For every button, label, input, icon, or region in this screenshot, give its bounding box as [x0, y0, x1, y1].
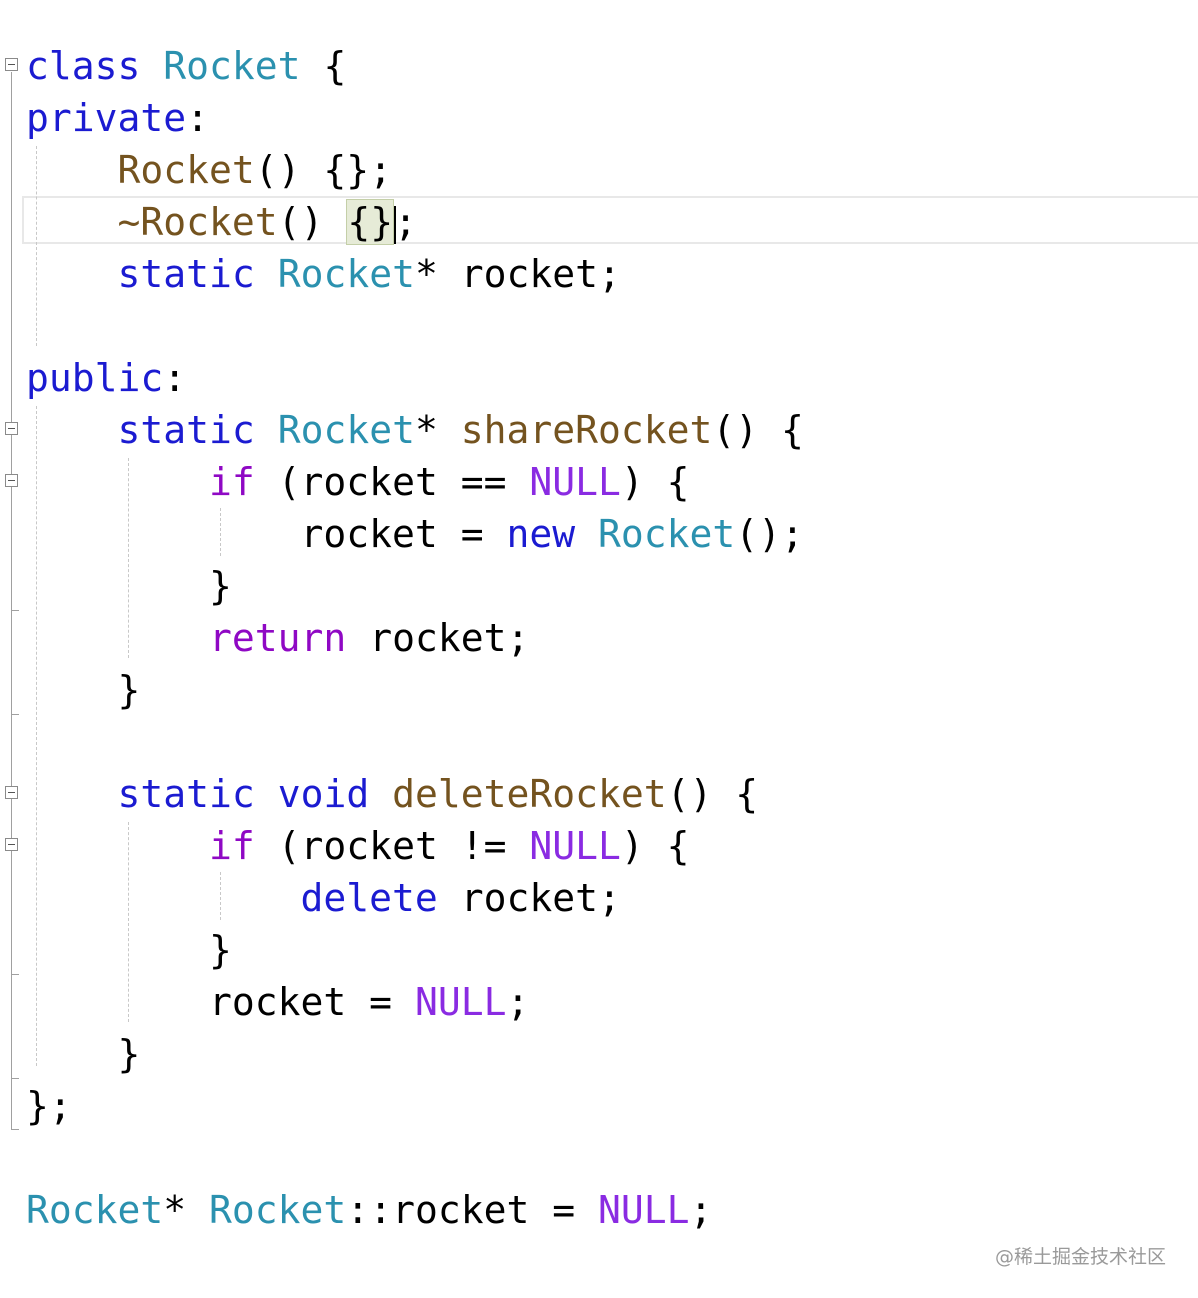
type-name: Rocket [277, 252, 415, 296]
keyword: class [26, 44, 141, 88]
code-line-9[interactable]: if (rocket == NULL) { [26, 456, 690, 508]
code-text: () { [666, 772, 759, 816]
function-name: deleteRocket [392, 772, 667, 816]
text-cursor [394, 205, 397, 244]
brace: }; [26, 1084, 72, 1128]
watermark: @稀土掘金技术社区 [994, 1246, 1166, 1268]
code-text: (rocket != [254, 824, 530, 868]
code-line-4[interactable]: ~Rocket() {}; [26, 196, 417, 248]
collapse-delete-rocket-icon[interactable] [5, 786, 18, 799]
type-name: Rocket [597, 512, 736, 556]
control-keyword: if [209, 824, 255, 868]
code-text: () {}; [254, 148, 393, 192]
colon: : [163, 356, 187, 400]
code-line-21[interactable]: }; [26, 1080, 72, 1132]
keyword: static [117, 772, 255, 816]
indent-guide [220, 872, 221, 920]
keyword: delete [300, 876, 438, 920]
code-line-23[interactable]: Rocket* Rocket::rocket = NULL; [26, 1184, 712, 1236]
code-line-20[interactable]: } [26, 1028, 141, 1080]
macro: NULL [529, 824, 621, 868]
access-specifier: private [26, 96, 187, 140]
code-line-19[interactable]: rocket = NULL; [26, 976, 529, 1028]
fold-end-marker [11, 610, 19, 611]
code-line-2[interactable]: private: [26, 92, 209, 144]
code-line-16[interactable]: if (rocket != NULL) { [26, 820, 690, 872]
current-line-highlight [22, 196, 1198, 244]
indent-guide [128, 458, 129, 658]
indent-guide [36, 146, 37, 346]
code-line-7[interactable]: public: [26, 352, 186, 404]
collapse-if-icon[interactable] [5, 474, 18, 487]
indent-guide [36, 406, 37, 1066]
code-text: () { [712, 408, 804, 452]
fold-region-line [11, 72, 12, 1130]
brace: } [117, 668, 141, 712]
code-line-10[interactable]: rocket = new Rocket(); [26, 508, 804, 560]
code-text: ::rocket = [346, 1188, 598, 1232]
code-line-12[interactable]: return rocket; [26, 612, 529, 664]
function-name: shareRocket [460, 408, 713, 452]
collapse-if-icon[interactable] [5, 838, 18, 851]
code-text: rocket; [346, 616, 530, 660]
keyword: new [506, 512, 576, 556]
macro: NULL [529, 460, 621, 504]
macro: NULL [414, 980, 507, 1024]
keyword: static [117, 252, 255, 296]
keyword: void [277, 772, 370, 816]
code-line-11[interactable]: } [26, 560, 232, 612]
code-line-17[interactable]: delete rocket; [26, 872, 621, 924]
brace: } [209, 928, 232, 972]
code-line-3[interactable]: Rocket() {}; [26, 144, 393, 196]
type-name: Rocket [277, 408, 415, 452]
code-line-1[interactable]: class Rocket { [26, 40, 346, 92]
brace: } [117, 1032, 141, 1076]
keyword: static [117, 408, 255, 452]
code-text: rocket = [209, 980, 415, 1024]
code-text: (rocket == [254, 460, 530, 504]
code-text: ; [506, 980, 530, 1024]
function-name: ~Rocket [117, 200, 278, 244]
code-text: (); [735, 512, 804, 556]
control-keyword: return [209, 616, 347, 660]
collapse-share-rocket-icon[interactable] [5, 422, 18, 435]
brace: } [209, 564, 232, 608]
code-text: () [277, 200, 347, 244]
fold-end-marker [11, 1078, 19, 1079]
code-text: * [163, 1188, 210, 1232]
code-line-5[interactable]: static Rocket* rocket; [26, 248, 621, 300]
code-line-13[interactable]: } [26, 664, 141, 716]
type-name: Rocket [209, 1188, 347, 1232]
type-name: Rocket [26, 1188, 164, 1232]
fold-end-marker [11, 714, 19, 715]
code-text: ) { [620, 824, 690, 868]
code-text: ) { [620, 460, 690, 504]
control-keyword: if [209, 460, 255, 504]
code-line-8[interactable]: static Rocket* shareRocket() { [26, 404, 804, 456]
macro: NULL [598, 1188, 690, 1232]
code-text: * [414, 408, 461, 452]
fold-end-marker [11, 974, 19, 975]
indent-guide [128, 822, 129, 1022]
access-specifier: public [26, 356, 164, 400]
code-text: rocket; [437, 876, 621, 920]
code-text: * rocket; [414, 252, 621, 296]
code-text: ; [689, 1188, 713, 1232]
collapse-class-icon[interactable] [5, 58, 18, 71]
colon: : [186, 96, 210, 140]
code-text: rocket = [300, 512, 507, 556]
brace: { [323, 44, 347, 88]
fold-end-marker [11, 1129, 19, 1130]
type-name: Rocket [163, 44, 301, 88]
brace-match-highlight: {} [346, 199, 395, 245]
code-line-18[interactable]: } [26, 924, 232, 976]
code-line-15[interactable]: static void deleteRocket() { [26, 768, 759, 820]
function-name: Rocket [117, 148, 255, 192]
indent-guide [220, 508, 221, 556]
code-text: ; [394, 200, 417, 244]
